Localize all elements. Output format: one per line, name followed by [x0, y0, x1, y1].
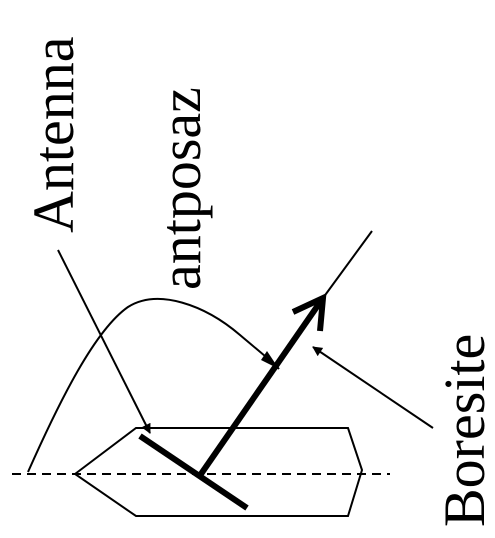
platform-outline [73, 427, 364, 517]
antposaz-label: antposaz [148, 87, 213, 290]
antenna-element [138, 433, 249, 511]
antenna-beam-pattern [27, 298, 280, 473]
boresite-pointing-arrow [198, 296, 326, 476]
boresite-label: Boresite [432, 334, 495, 527]
boresite-leader-line [312, 346, 434, 429]
antenna-leader-line [57, 249, 151, 434]
boresite-pointing-arrowhead [291, 293, 327, 332]
antenna-label: Antenna [21, 37, 86, 234]
boresite-reference-line [322, 230, 373, 299]
